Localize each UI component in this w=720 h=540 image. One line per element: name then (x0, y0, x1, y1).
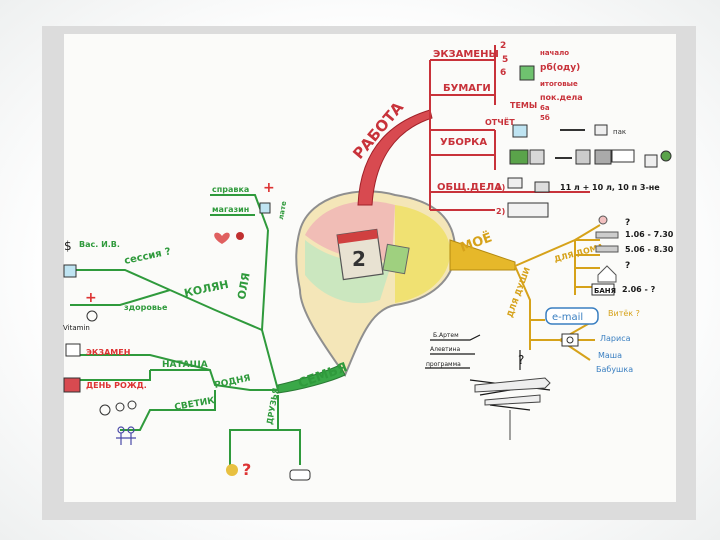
person-3: Маша (598, 351, 622, 360)
contact-1: Б.Артем (433, 332, 459, 339)
grade-2: 5б (540, 114, 550, 122)
natasha-label: НАТАША (162, 360, 208, 370)
home-item-3: 5.06 - 8.30 (625, 245, 674, 254)
building-icon (508, 203, 548, 217)
clock-icon (87, 311, 97, 321)
kolya-item-1: Вас. И.В. (79, 240, 120, 249)
exam-num-2: 5 (502, 55, 508, 65)
computer-icon (508, 178, 522, 188)
work-branch: РАБОТА ЭКЗАМЕНЫ 2 5 6 БУМАГИ начало рб(о… (349, 41, 671, 217)
family-label: СЕМЬЯ (296, 360, 349, 392)
olya-item-1: справка (212, 185, 249, 194)
signpost-icon (475, 378, 550, 440)
first-aid-icon: + (85, 290, 97, 306)
olya-label: ОЛЯ (235, 272, 252, 301)
olya-item-2: магазин (212, 205, 249, 214)
common-num-2: 2) (496, 207, 505, 216)
tea-cups-icon (100, 401, 136, 415)
common-affairs-text: 11 л + 10 л, 10 п 3-не (560, 183, 660, 192)
email-label: e-mail (552, 312, 583, 323)
exam-num-1: 2 (500, 41, 506, 51)
exams-label: ЭКЗАМЕНЫ (433, 49, 499, 60)
olya-item-3: лате (277, 200, 288, 220)
kolya-item-2: сессия ? (123, 246, 172, 267)
papers-label: БУМАГИ (443, 83, 491, 94)
cleaning-icons (510, 125, 671, 167)
cleaning-note: пак (613, 128, 626, 136)
natasha-item-1: ЭКЗАМЕН (86, 348, 130, 357)
report-label: ОТЧЁТ (485, 117, 515, 127)
home-item-5: 2.06 - ? (622, 285, 656, 294)
calendar-number: 2 (352, 247, 366, 271)
person-1: Витёк ? (608, 309, 640, 318)
phone-icon (562, 334, 578, 346)
common-affairs-label: ОБЩ.ДЕЛА (437, 182, 502, 193)
home-item-1: ? (625, 218, 630, 228)
kolya-item-4: Vitamin (63, 324, 90, 332)
shop-icon (260, 203, 270, 213)
papers-item-1: начало (540, 49, 569, 57)
gift-icon (64, 378, 80, 392)
papers-item-4: пок.дела (540, 93, 583, 102)
kolya-item-3: здоровье (124, 303, 168, 312)
book-icon (64, 265, 76, 277)
home-item-4: ? (625, 261, 630, 271)
bath-label: БАНЯ (594, 287, 616, 295)
car-icon (290, 470, 310, 480)
natasha-item-2: ДЕНЬ РОЖД. (86, 381, 147, 390)
calendar-icon: 2 (337, 229, 383, 279)
mine-branch: МОЁ ДЛЯ ДОМА ? 1.06 - 7.30 5.06 - 8.30 ?… (425, 216, 674, 440)
exam-paper-icon (66, 344, 80, 356)
question-icon: ? (242, 460, 251, 479)
kolya-label: КОЛЯН (183, 278, 230, 300)
themes-label: ТЕМЫ (510, 101, 537, 110)
folder-icon (520, 66, 534, 80)
dollar-icon: $ (64, 239, 72, 253)
common-num-1: 1) (496, 183, 505, 192)
papers-item-2: рб(оду) (540, 62, 580, 73)
plus-icon: + (263, 180, 275, 196)
papers-item-3: итоговые (540, 80, 578, 88)
sun-icon (226, 464, 238, 476)
cleaning-label: УБОРКА (440, 137, 487, 148)
home-item-2: 1.06 - 7.30 (625, 230, 674, 239)
person-2: Лариса (600, 334, 631, 343)
printer-icon (535, 182, 549, 192)
question-mark: ? (518, 353, 524, 367)
contact-2: Алевтина (430, 346, 460, 353)
grade-1: 6а (540, 104, 550, 112)
exam-num-3: 6 (500, 68, 506, 78)
person-4: Бабушка (596, 365, 633, 374)
heart-doodle (214, 232, 244, 244)
contact-3: программа (426, 361, 461, 368)
